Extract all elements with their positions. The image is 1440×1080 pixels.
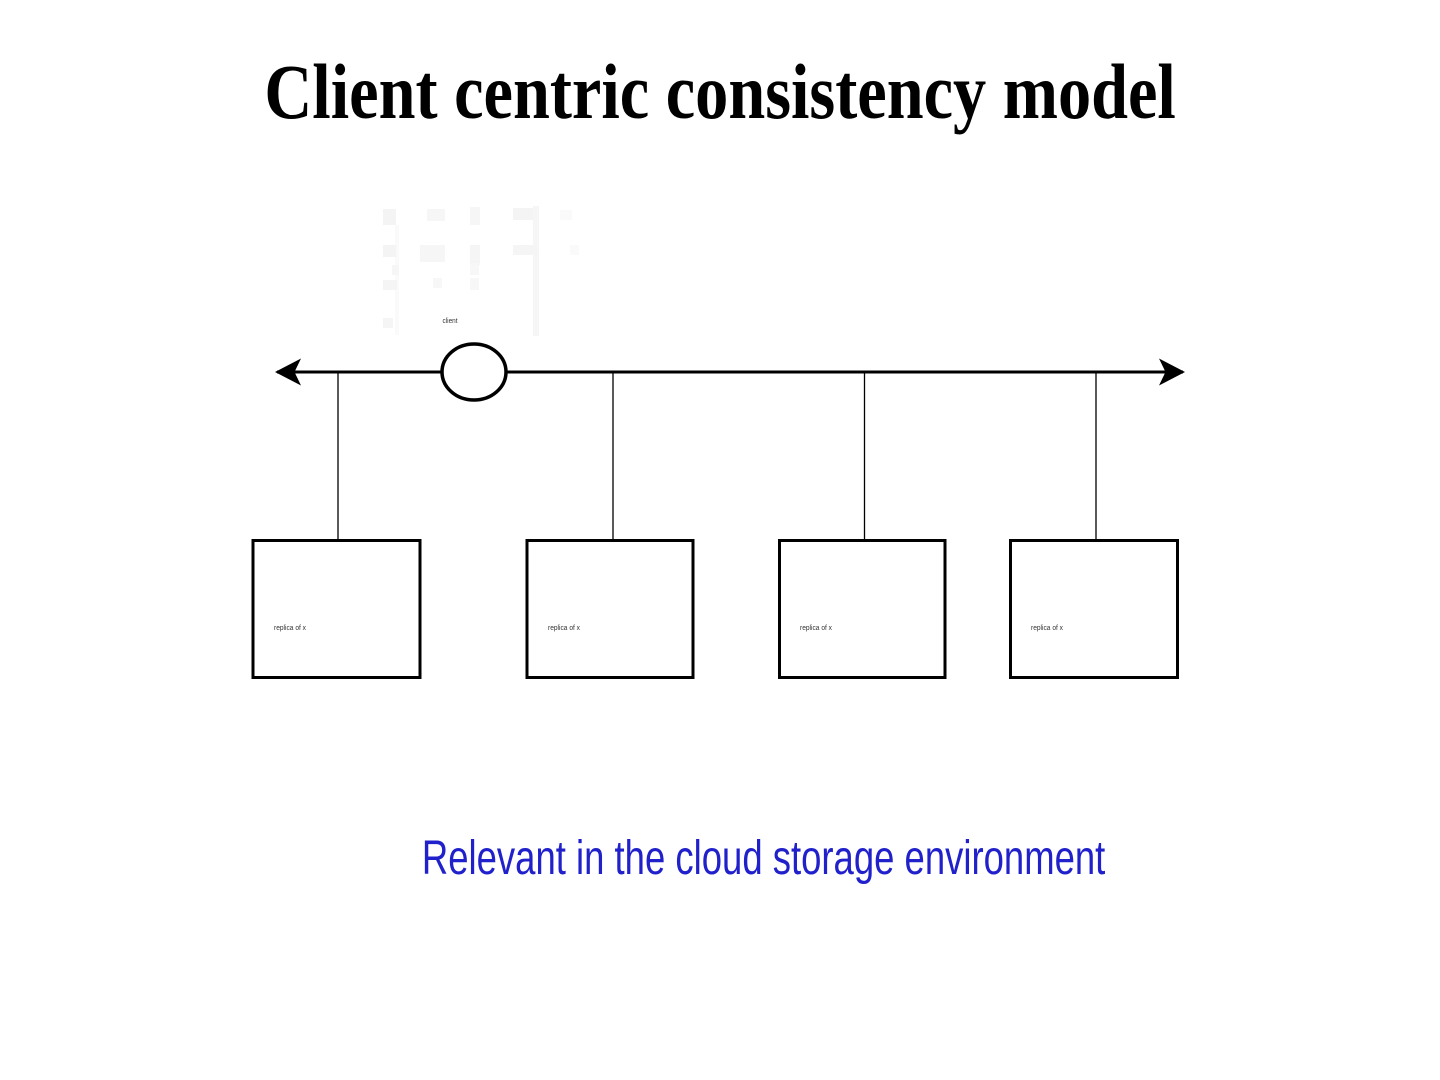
- arrowhead-left-icon: [275, 358, 301, 386]
- watermark-fragment: [433, 278, 442, 288]
- replica-box-1: [251, 539, 422, 679]
- page-title-text: Client centric consistency model: [264, 48, 1176, 135]
- watermark-fragment: [513, 208, 537, 220]
- watermark-fragment: [533, 206, 539, 336]
- client-node: [440, 342, 508, 402]
- watermark-fragment: [383, 245, 396, 257]
- client-label: client: [443, 318, 458, 325]
- watermark-fragment: [427, 209, 445, 221]
- replica-label-3: replica of x: [800, 625, 832, 632]
- watermark-fragment: [383, 209, 396, 225]
- replica-box-2: [525, 539, 695, 679]
- caption-text: Relevant in the cloud storage environmen…: [422, 832, 1106, 885]
- replica-box-4: [1009, 539, 1179, 679]
- watermark-fragment: [470, 278, 479, 290]
- watermark-fragment: [470, 207, 480, 225]
- watermark-fragment: [560, 210, 572, 220]
- watermark-fragment: [570, 245, 579, 255]
- watermark-fragment: [383, 280, 397, 290]
- replica-label-4: replica of x: [1031, 625, 1063, 632]
- replica-label-2: replica of x: [548, 625, 580, 632]
- watermark-fragment: [420, 245, 445, 262]
- watermark-artifact: [383, 206, 579, 336]
- watermark-fragment: [470, 245, 480, 265]
- watermark-fragment: [383, 318, 393, 328]
- watermark-fragment: [470, 263, 479, 275]
- caption: Relevant in the cloud storage environmen…: [0, 835, 1440, 883]
- arrowhead-right-icon: [1159, 358, 1185, 386]
- watermark-fragment: [513, 245, 537, 255]
- replica-box-3: [778, 539, 947, 679]
- replica-label-1: replica of x: [274, 625, 306, 632]
- page-title: Client centric consistency model: [0, 53, 1440, 131]
- watermark-fragment: [392, 265, 399, 275]
